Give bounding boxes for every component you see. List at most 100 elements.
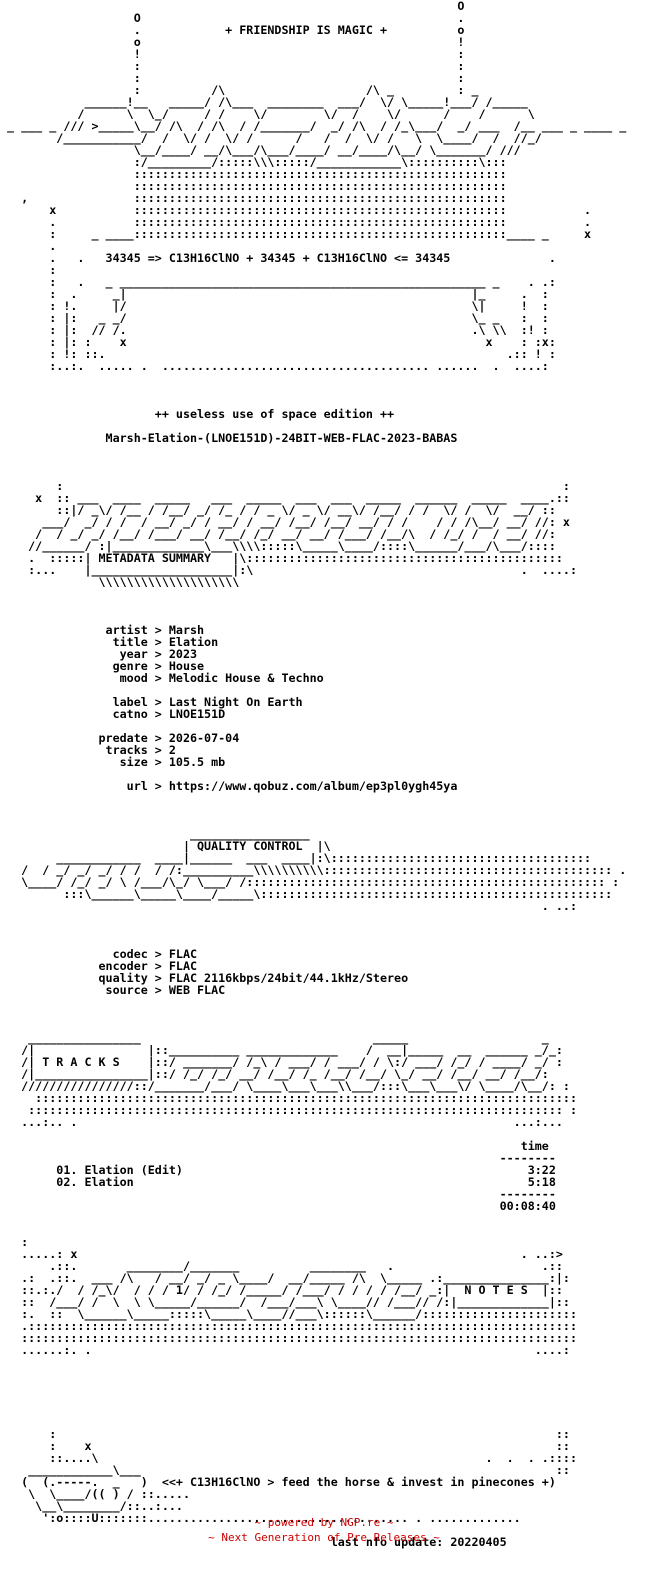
nfo-line: \\\\\\\\\\\\\\\\\\\\ xyxy=(0,575,240,589)
nfo-line xyxy=(0,1224,648,1236)
nfo-line: codec > FLAC xyxy=(0,947,198,961)
nfo-line: ________________ _____ _ xyxy=(0,1031,556,1045)
nfo-line xyxy=(0,456,648,468)
nfo-line: | QUALITY CONTROL |\ xyxy=(0,839,331,853)
nfo-line: last nfo update: 20220405 xyxy=(0,1535,507,1549)
nfo-line: :/_________/:::::\\\:::::/____________\:… xyxy=(0,155,507,169)
nfo-line: ::::::::::::::::::::::::::::::::::::::::… xyxy=(0,1103,577,1117)
footer-tagline: ~ Next Generation of Pre Releases ~ xyxy=(208,1531,440,1544)
nfo-line: \__/____/ __/\___/\___/____/ __/____/\__… xyxy=(0,143,521,157)
nfo-line: ( (.-----. _ ) <<+ C13H16ClNO > feed the… xyxy=(0,1475,556,1489)
nfo-line: . + FRIENDSHIP IS MAGIC + o xyxy=(0,23,465,37)
nfo-line: . . 34345 => C13H16ClNO + 34345 + C13H16… xyxy=(0,251,556,265)
nfo-line: : : xyxy=(0,59,465,73)
nfo-line: ...:.. . ...:... xyxy=(0,1115,563,1129)
nfo-line: predate > 2026-07-04 xyxy=(0,731,240,745)
nfo-line: :... |____________________|:\ . ....: xyxy=(0,563,577,577)
nfo-line: label > Last Night On Earth xyxy=(0,695,303,709)
nfo-line: size > 105.5 mb xyxy=(0,755,226,769)
nfo-line: /| |::__________ _____________ / __|____… xyxy=(0,1043,563,1057)
nfo-line: /|________________|::/ /_/ /_/ __/ /__/ … xyxy=(0,1067,549,1081)
nfo-line: mood > Melodic House & Techno xyxy=(0,671,324,685)
nfo-line: 00:08:40 xyxy=(0,1199,556,1213)
nfo-line: \ \____/(( ) / ::..... xyxy=(0,1487,190,1501)
nfo-line: /| T R A C K S |::/ _______/ /_\ / ___/ … xyxy=(0,1055,563,1069)
nfo-line: tracks > 2 xyxy=(0,743,176,757)
nfo-line: encoder > FLAC xyxy=(0,959,198,973)
nfo-line: ::::::::::::::::::::::::::::::::::::::::… xyxy=(0,167,507,181)
nfo-line xyxy=(0,1368,648,1380)
nfo-line: _________________ xyxy=(0,827,310,841)
nfo-line xyxy=(0,1212,648,1224)
nfo-line: ////////////////::/_______/___/ \____\__… xyxy=(0,1079,570,1093)
nfo-line xyxy=(0,600,648,612)
nfo-line: ::::::::::::::::::::::::::::::::::::::::… xyxy=(0,1091,577,1105)
nfo-line: : |: : x x : :x: xyxy=(0,335,556,349)
nfo-line: /___________/ / \/ / \/ / / / / \/ / \ \… xyxy=(0,131,542,145)
nfo-line: ! : xyxy=(0,47,465,61)
nfo-line xyxy=(0,1380,648,1392)
nfo-line: / \ \_/ / / \/ \/ / \/ / / \ xyxy=(0,107,535,121)
nfo-line: time xyxy=(0,1139,549,1153)
nfo-line xyxy=(0,1392,648,1404)
nfo-line: : x :: xyxy=(0,1439,570,1453)
nfo-line: -------- xyxy=(0,1151,556,1165)
nfo-line: .::. ________/_______ ________ . .:: xyxy=(0,1259,563,1273)
footer: ~ powered by NGP.re ~ ~ Next Generation … xyxy=(0,1515,648,1545)
nfo-line: : |: _ _/ \_ _ : : xyxy=(0,311,549,325)
nfo-line: year > 2023 xyxy=(0,647,198,661)
nfo-line: ::....\ . . . .:::: xyxy=(0,1451,577,1465)
nfo-line: .:::::::::::::::::::::::::::::::::::::::… xyxy=(0,1319,577,1333)
nfo-line xyxy=(0,372,648,384)
nfo-line: O xyxy=(0,0,465,13)
nfo-line: x :: ___ ____ _____ ___ _____ ___ ___ __… xyxy=(0,491,570,505)
nfo-line: : !. |/ \| ! : xyxy=(0,299,549,313)
nfo-line: 01. Elation (Edit) 3:22 xyxy=(0,1163,556,1177)
nfo-line: : |: // /. .\ \\ :! : xyxy=(0,323,549,337)
nfo-line xyxy=(0,924,648,936)
nfo-line: ___/ _/ / / / __/ _/ / __/ / __/ /__/ /_… xyxy=(0,515,570,529)
nfo-line: _ ___ _ /// >_____\__/ /\ / /\ / /______… xyxy=(0,119,627,133)
nfo-line: artist > Marsh xyxy=(0,623,205,637)
nfo-line: . xyxy=(0,239,57,253)
nfo-line: : _ ____::::::::::::::::::::::::::::::::… xyxy=(0,227,592,241)
nfo-line: : !: ::. .:: ! : xyxy=(0,347,556,361)
nfo-line: ____________ ____|______ ___ ____|:\::::… xyxy=(0,851,592,865)
nfo-line: :: /___/ / \ \ \_____/______/ /___/___\ … xyxy=(0,1295,570,1309)
nfo-line: , ::::::::::::::::::::::::::::::::::::::… xyxy=(0,191,507,205)
nfo-line: .: .::. ___ /\ / __/ _/ _ \____/ __/____… xyxy=(0,1271,570,1285)
nfo-line: ::.:./ / /_\/ / / / 1/ / /_/ /_____/ /__… xyxy=(0,1283,563,1297)
nfo-line xyxy=(0,444,648,456)
nfo-line: . ..: xyxy=(0,899,577,913)
nfo-line: ......:. . ....: xyxy=(0,1343,570,1357)
nfo-line: ______!__ _____/ /\___ ________ ___/ \/ … xyxy=(0,95,528,109)
nfo-line: / / _/ _/ _/ / / / /:__________\\\\\\\\\… xyxy=(0,863,627,877)
nfo-line xyxy=(0,1356,648,1368)
nfo-line: ':o::::U:::::::.........................… xyxy=(0,1511,521,1525)
nfo-line: . ::::::::::::::::::::::::::::::::::::::… xyxy=(0,215,592,229)
nfo-line: :::\______\_____\____/_____\::::::::::::… xyxy=(0,887,613,901)
nfo-line: ++ useless use of space edition ++ xyxy=(0,407,395,421)
nfo-line xyxy=(0,996,648,1008)
nfo-line: catno > LNOE151D xyxy=(0,707,226,721)
nfo-line: \__\________/::..:... xyxy=(0,1499,183,1513)
footer-powered-by[interactable]: ~ powered by NGP.re ~ xyxy=(254,1516,394,1529)
nfo-line: o ! xyxy=(0,35,465,49)
nfo-line: ::::::::::::::::::::::::::::::::::::::::… xyxy=(0,179,507,193)
nfo-line: Marsh-Elation-(LNOE151D)-24BIT-WEB-FLAC-… xyxy=(0,431,458,445)
nfo-line: :..:. ..... . ..........................… xyxy=(0,359,549,373)
nfo-line: : xyxy=(0,1235,29,1249)
nfo-line: : /\ /\ _ : _ xyxy=(0,83,479,97)
nfo-line: quality > FLAC 2116kbps/24bit/44.1kHz/St… xyxy=(0,971,409,985)
nfo-line xyxy=(0,912,648,924)
nfo-line: title > Elation xyxy=(0,635,219,649)
nfo-line: : :: xyxy=(0,1427,570,1441)
nfo-line: source > WEB FLAC xyxy=(0,983,226,997)
nfo-line xyxy=(0,588,648,600)
nfo-line: : : xyxy=(0,71,465,85)
nfo-line: O . xyxy=(0,11,465,25)
nfo-line: //______/ :|_____________\___\\\\:::::\_… xyxy=(0,539,556,553)
nfo-line: : xyxy=(0,263,57,277)
nfo-line: -------- xyxy=(0,1187,556,1201)
